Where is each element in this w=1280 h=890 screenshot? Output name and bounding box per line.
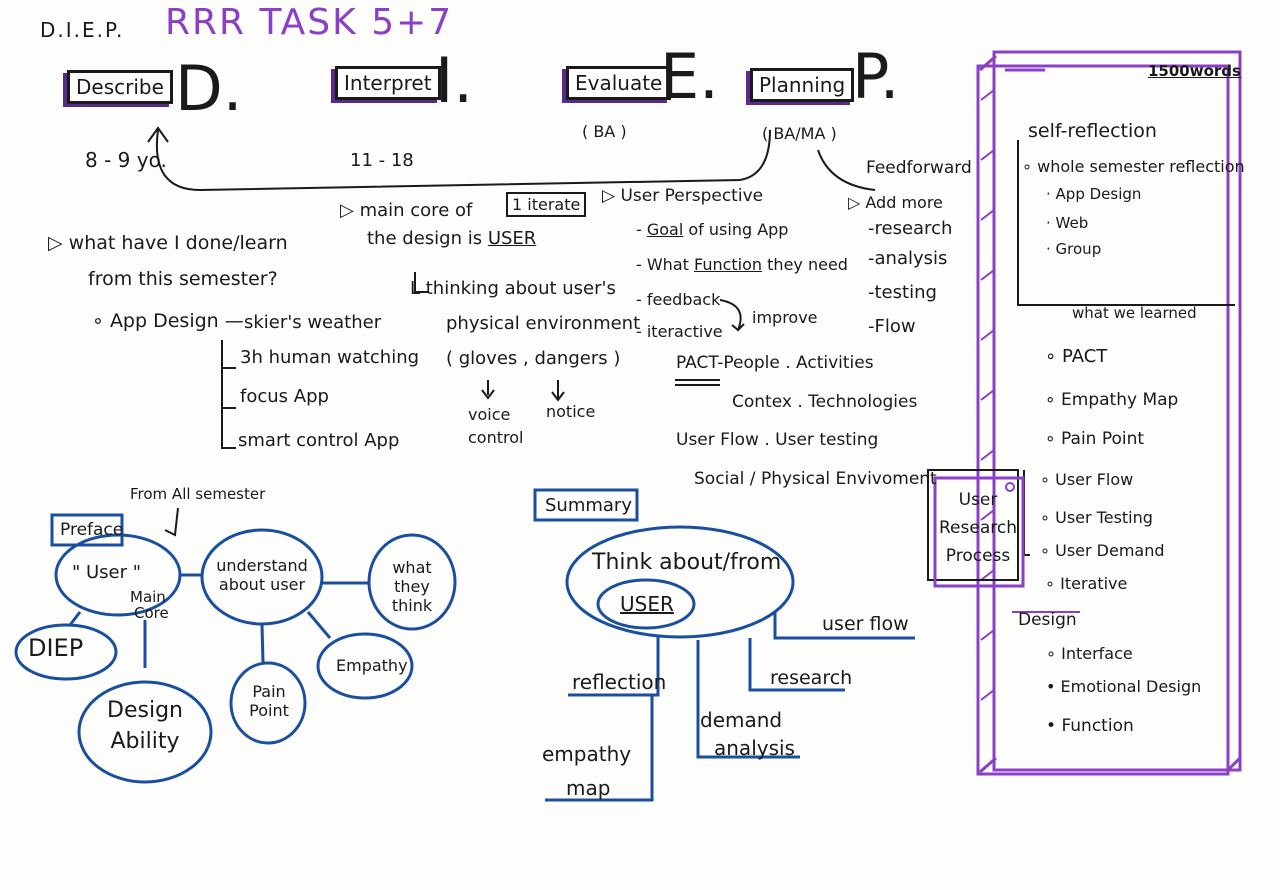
- ba-note: ( BA ): [582, 122, 627, 141]
- planning-item-1: -research: [868, 218, 953, 239]
- planning-item-4: -Flow: [868, 316, 916, 337]
- improve-note: improve: [752, 308, 818, 327]
- user-bubble-text: " User ": [72, 562, 142, 583]
- planning-label: Planning: [750, 68, 855, 102]
- user-perspective: ▷ User Perspective: [602, 186, 764, 206]
- describe-item-4: smart control App: [238, 430, 400, 451]
- main-core-line1: Main: [130, 588, 166, 606]
- summary-research: research: [770, 667, 853, 689]
- age-range-describe: 8 - 9 yo.: [85, 148, 167, 172]
- whole-item-1: · App Design: [1046, 185, 1142, 203]
- from-all-semester: From All semester: [130, 485, 266, 503]
- ba-ma-note: ( BA/MA ): [762, 124, 837, 143]
- what-we-learned-title: what we learned: [1072, 304, 1197, 322]
- learned-item-2: ∘ Empathy Map: [1045, 390, 1179, 410]
- add-more: ▷ Add more: [848, 193, 943, 212]
- learned-item-6: ∘ User Demand: [1040, 541, 1165, 560]
- pact-line: PACT-People . Activities: [676, 353, 874, 373]
- planning-item-2: -analysis: [868, 248, 948, 269]
- whole-semester-reflection: ∘ whole semester reflection: [1022, 157, 1245, 176]
- interpret-main-line2: the design is USER: [367, 228, 537, 249]
- notice-note: notice: [546, 402, 596, 421]
- evaluate-label: Evaluate: [566, 66, 672, 100]
- summary-demand-line1: demand: [700, 708, 783, 732]
- summary-demand-line2: analysis: [714, 736, 795, 760]
- learned-item-5: ∘ User Testing: [1040, 508, 1153, 527]
- describe-item-2: 3h human watching: [240, 347, 420, 368]
- summary-title: Summary: [545, 495, 632, 516]
- letter-p: P.: [852, 40, 900, 113]
- userflow-line: User Flow . User testing: [676, 430, 879, 450]
- interpret-think-line2: physical environment: [446, 313, 641, 334]
- pact-line2: Contex . Technologies: [732, 392, 918, 412]
- describe-question-line1: ▷ what have I done/learn: [48, 232, 288, 254]
- describe-item-3: focus App: [240, 386, 329, 407]
- whole-item-2: · Web: [1046, 214, 1089, 232]
- planning-item-3: -testing: [868, 282, 937, 303]
- describe-question-line2: from this semester?: [88, 268, 278, 290]
- summary-user: USER: [620, 592, 674, 616]
- diep-bubble: DIEP: [28, 634, 84, 662]
- diep-caption: D.I.E.P.: [40, 18, 125, 42]
- feedback-line: - feedback: [636, 290, 721, 309]
- interpret-think-line3: ( gloves , dangers ): [446, 348, 621, 369]
- summary-empathy-line1: empathy: [542, 742, 632, 766]
- interpret-label: Interpret: [335, 66, 441, 100]
- describe-item-1: skier's weather: [244, 312, 382, 333]
- interpret-main-line1: ▷ main core of: [340, 200, 473, 221]
- interpret-think-line1: L thinking about user's: [410, 278, 616, 299]
- learned-item-7: ∘ Iterative: [1045, 574, 1128, 593]
- whole-item-3: · Group: [1046, 240, 1102, 258]
- iterate-badge: 1 iterate: [506, 192, 587, 217]
- main-core-line2: Core: [134, 604, 169, 622]
- word-count: 1500words: [1148, 62, 1241, 80]
- letter-i: I.: [435, 44, 473, 117]
- app-design-bullet: ∘ App Design —: [92, 310, 244, 332]
- learned-item-3: ∘ Pain Point: [1045, 429, 1145, 449]
- summary-reflection: reflection: [572, 670, 667, 694]
- voice-control-line1: voice: [468, 405, 511, 424]
- describe-label: Describe: [67, 70, 173, 104]
- summary-empathy-line2: map: [566, 776, 611, 800]
- feedforward-note: Feedforward: [866, 158, 972, 178]
- learned-item-4: ∘ User Flow: [1040, 470, 1134, 489]
- design-item-1: ∘ Interface: [1046, 644, 1133, 663]
- summary-think: Think about/from: [592, 550, 782, 575]
- task-title: RRR TASK 5+7: [165, 2, 454, 43]
- design-item-3: • Function: [1046, 716, 1134, 736]
- iteractive-line: - iteractive: [636, 322, 723, 341]
- summary-userflow: user flow: [822, 613, 909, 635]
- function-line: - What Function they need: [636, 255, 848, 274]
- learned-item-1: ∘ PACT: [1045, 346, 1108, 367]
- letter-d: D.: [175, 52, 243, 125]
- voice-control-line2: control: [468, 428, 524, 447]
- design-title: Design: [1018, 610, 1077, 630]
- preface-title: Preface: [60, 520, 124, 540]
- goal-line: - Goal of using App: [636, 220, 789, 239]
- letter-e: E.: [660, 40, 719, 113]
- age-range-interpret: 11 - 18: [350, 150, 414, 171]
- social-line: Social / Physical Envivoment: [694, 469, 937, 489]
- empathy-bubble: Empathy: [336, 656, 408, 675]
- design-item-2: • Emotional Design: [1046, 677, 1202, 696]
- self-reflection-title: self-reflection: [1028, 120, 1157, 142]
